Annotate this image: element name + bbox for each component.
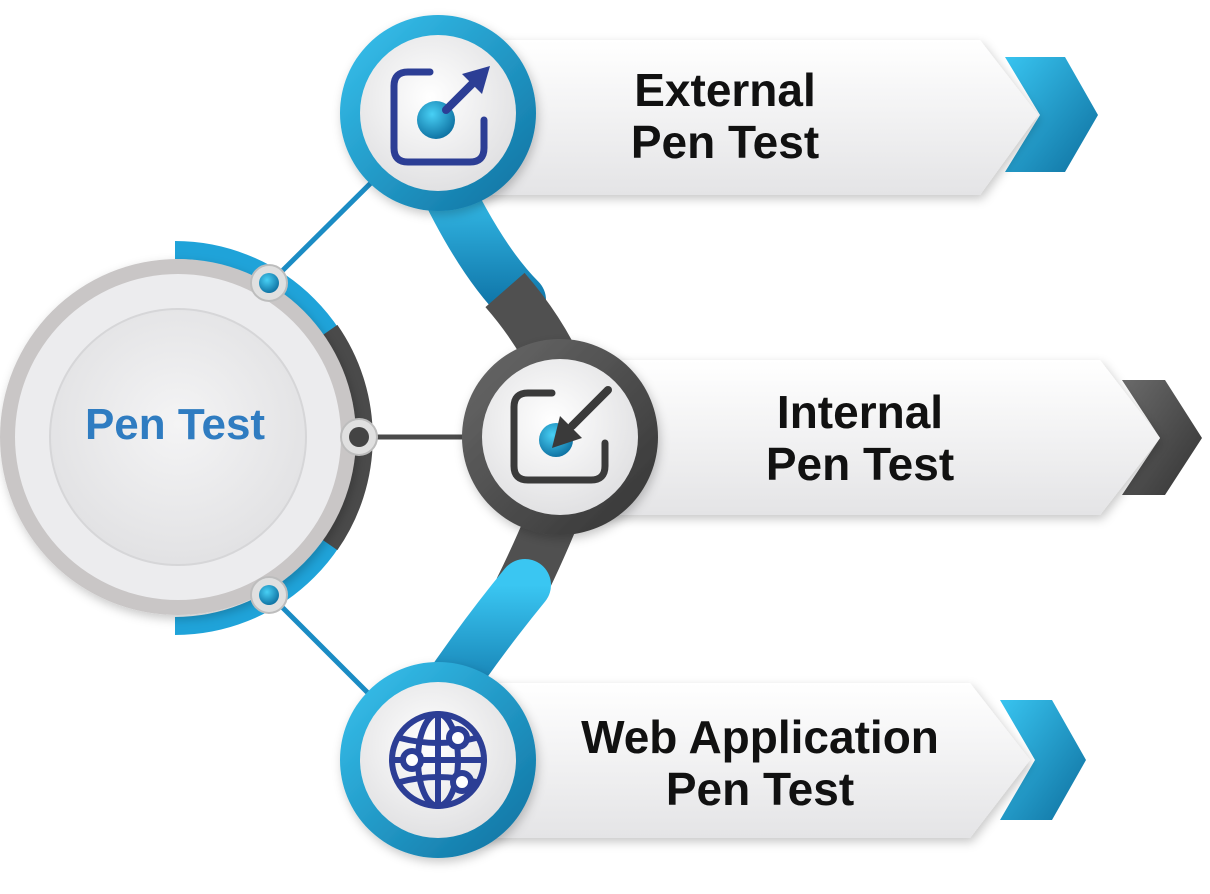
icon-node-internal: [462, 339, 658, 535]
icon-node-external: [340, 15, 536, 211]
globe-network-icon: [389, 711, 487, 809]
center-node: [0, 241, 373, 635]
internal-arrow-icon: [510, 386, 612, 484]
external-arrow-icon: [390, 66, 490, 166]
banner-internal: [560, 360, 1202, 515]
connector-dots: [250, 264, 378, 614]
icon-node-web: [340, 662, 536, 858]
center-label: Pen Test: [84, 400, 266, 449]
branch-label-line1: External: [634, 64, 816, 116]
branch-label-web: Web Application Pen Test: [530, 711, 990, 815]
branch-label-line1: Web Application: [581, 711, 939, 763]
branch-label-line2: Pen Test: [765, 437, 955, 490]
banner-web-application: [440, 683, 1086, 838]
branch-label-external: External Pen Test: [560, 64, 890, 168]
branch-label-line1: Internal: [776, 386, 944, 438]
banner-external: [440, 40, 1098, 195]
branch-label-internal: Internal Pen Test: [695, 386, 1025, 490]
branch-label-line2: Pen Test: [630, 115, 820, 168]
branch-label-line2: Pen Test: [665, 762, 855, 815]
